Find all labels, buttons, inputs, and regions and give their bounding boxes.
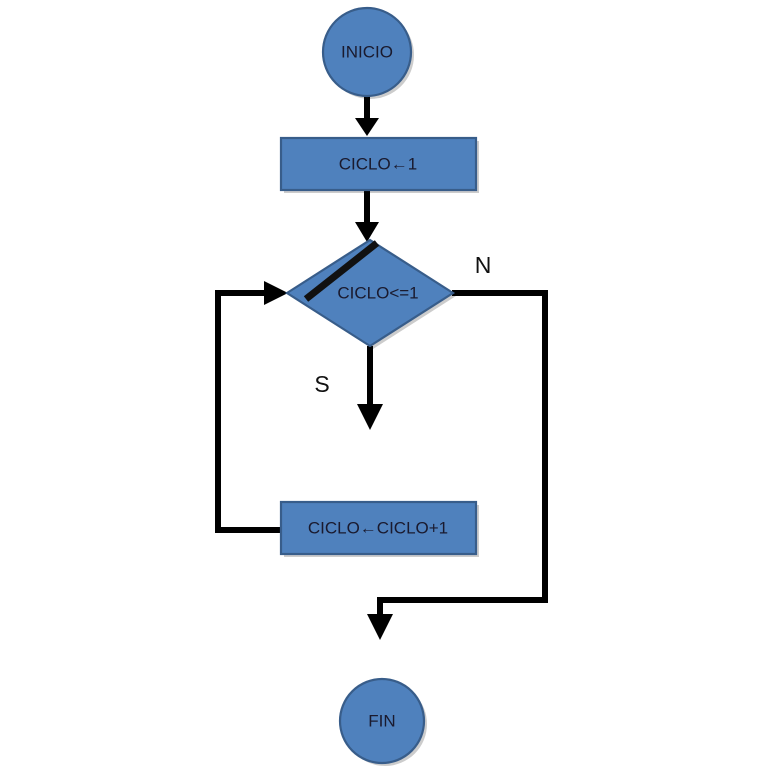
start-label: INICIO (341, 42, 393, 61)
node-increment-process[interactable]: CICLO←CICLO+1 (279, 500, 479, 557)
connector-increment-loopback (215, 281, 288, 533)
branch-label-no: N (475, 252, 492, 278)
end-label: FIN (368, 711, 395, 730)
decision-diagonal-stray-mark (303, 240, 380, 302)
connector-decision-yes (357, 346, 383, 430)
connector-group (215, 96, 548, 640)
init-process-rect (279, 136, 478, 192)
connector-init-to-decision (355, 190, 379, 242)
increment-process-rect (279, 500, 478, 556)
arrowhead-down-icon (355, 118, 379, 136)
decision-diamond (284, 238, 456, 348)
init-process-label: CICLO←1 (339, 154, 417, 173)
connector-path (377, 290, 548, 618)
decision-label: CICLO<=1 (337, 283, 418, 302)
arrowhead-down-icon (355, 222, 379, 242)
connector-decision-no-to-end (367, 290, 548, 640)
increment-process-label: CICLO←CICLO+1 (308, 518, 448, 537)
node-decision[interactable]: CICLO<=1 (284, 238, 456, 349)
connector-start-to-init (355, 96, 379, 136)
start-ellipse (321, 6, 413, 98)
connector-path (215, 290, 281, 533)
arrowhead-down-icon (357, 404, 383, 430)
end-ellipse (338, 677, 426, 765)
branch-label-yes: S (314, 371, 329, 397)
arrowhead-down-icon (367, 614, 393, 640)
node-end[interactable]: FIN (338, 677, 427, 766)
arrowhead-right-icon (264, 281, 288, 305)
node-init-process[interactable]: CICLO←1 (279, 136, 479, 193)
node-start[interactable]: INICIO (321, 6, 414, 99)
